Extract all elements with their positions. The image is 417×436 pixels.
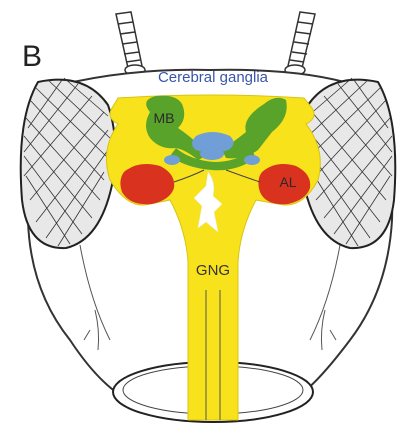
- antennal-lobe-left: [120, 164, 174, 204]
- label-gnathal-ganglia: GNG: [196, 262, 230, 279]
- left-antenna: [116, 12, 145, 75]
- label-cerebral-ganglia: Cerebral ganglia: [158, 69, 269, 86]
- label-mushroom-body: MB: [154, 110, 175, 126]
- panel-letter: B: [22, 40, 42, 73]
- label-antennal-lobe: AL: [279, 174, 296, 190]
- right-antenna: [285, 12, 315, 75]
